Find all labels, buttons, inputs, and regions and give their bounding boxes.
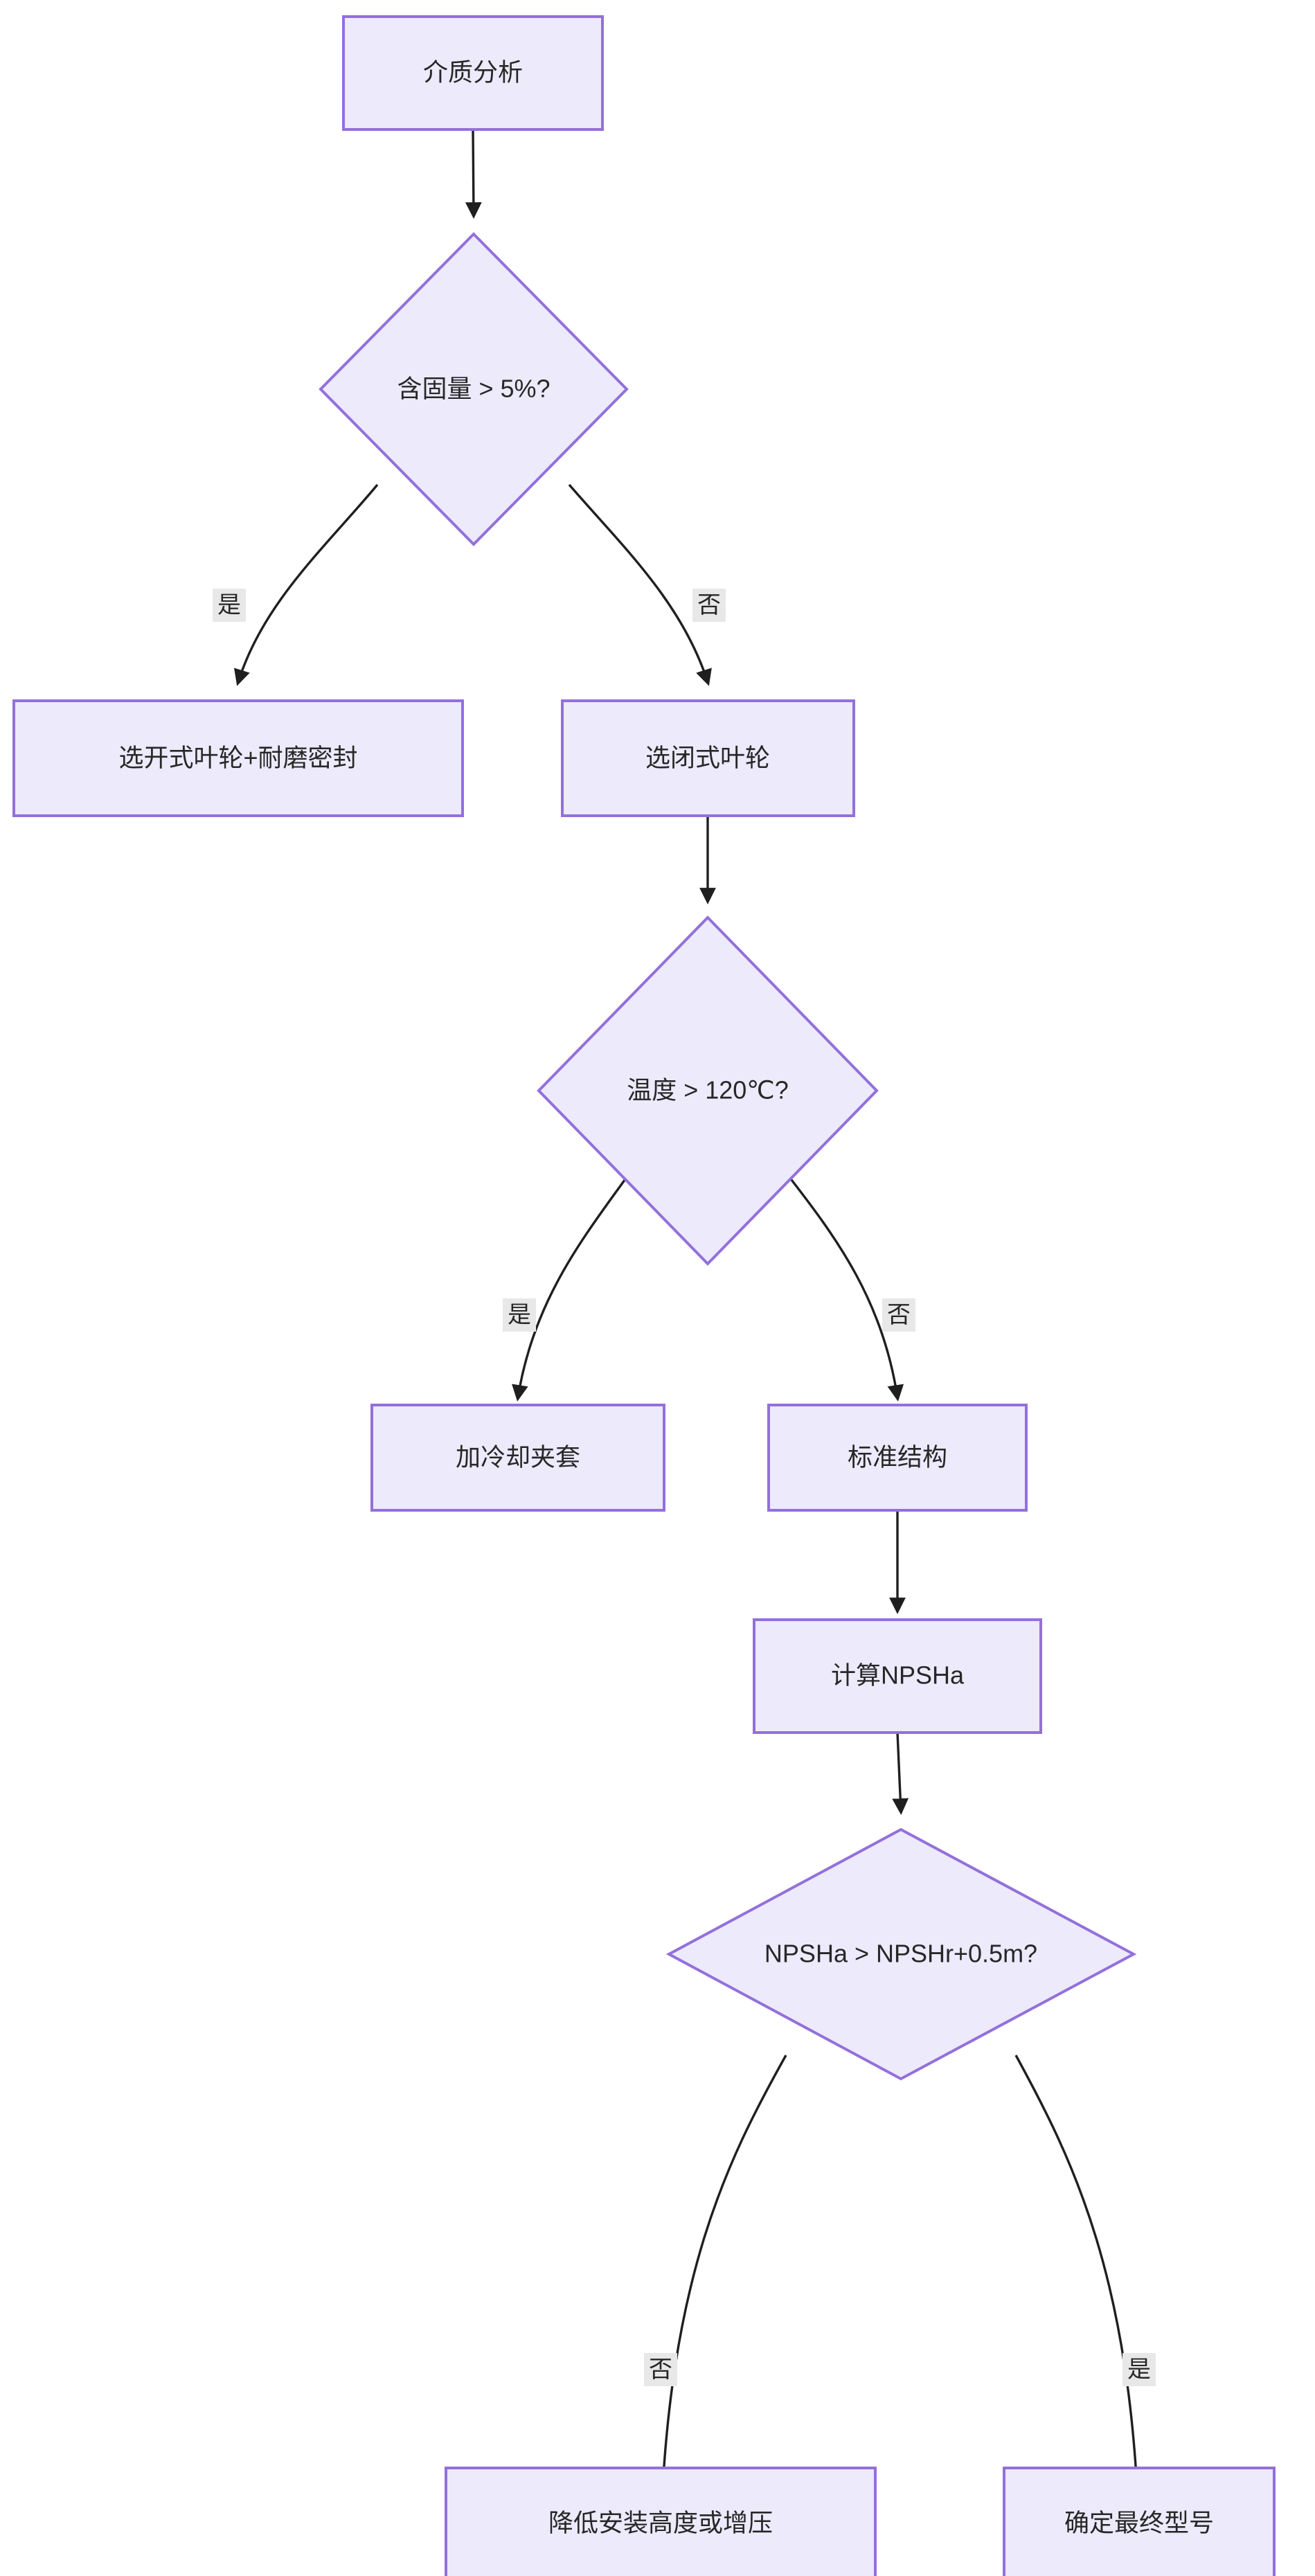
node-media-analysis[interactable]: 介质分析 bbox=[342, 15, 604, 131]
node-lower-install-height-or-boost[interactable]: 降低安装高度或增压 bbox=[445, 2467, 877, 2576]
node-temperature-decision[interactable]: 温度 > 120℃? bbox=[537, 915, 879, 1266]
node-shape-rect[interactable] bbox=[12, 699, 464, 817]
node-label: 标准结构 bbox=[848, 1443, 947, 1472]
node-npsh-margin-decision[interactable]: NPSHa > NPSHr+0.5m? bbox=[665, 1827, 1137, 2081]
node-confirm-final-model[interactable]: 确定最终型号 bbox=[1003, 2467, 1276, 2576]
edge-label: 是 bbox=[1127, 2356, 1151, 2383]
edge-line bbox=[1014, 2055, 1147, 2539]
node-layer: 介质分析 含固量 > 5%? 选开式叶轮+耐磨密封 选闭式叶轮 温度 > 120… bbox=[12, 15, 1276, 2576]
node-standard-structure[interactable]: 标准结构 bbox=[767, 1404, 1028, 1512]
edge-label: 否 bbox=[697, 592, 721, 618]
node-shape-rect[interactable] bbox=[342, 15, 604, 131]
node-shape-diamond[interactable] bbox=[537, 915, 879, 1266]
edge-line bbox=[568, 483, 712, 686]
node-shape-rect[interactable] bbox=[753, 1618, 1042, 1734]
edge-line bbox=[512, 1177, 628, 1402]
node-shape-rect[interactable] bbox=[561, 699, 855, 817]
edge-n9-n10: 否 bbox=[644, 2055, 787, 2539]
node-shape-diamond[interactable] bbox=[665, 1827, 1137, 2081]
edge-label-background bbox=[644, 2353, 677, 2386]
edge-line bbox=[465, 129, 482, 219]
node-shape-diamond[interactable] bbox=[319, 232, 629, 546]
edge-label-background bbox=[1122, 2353, 1156, 2386]
edge-label: 否 bbox=[887, 1302, 911, 1328]
edge-n5-n7: 否 bbox=[788, 1176, 915, 1402]
node-shape-rect[interactable] bbox=[1003, 2467, 1276, 2576]
edge-label-background bbox=[692, 589, 726, 622]
edge-n9-n11: 是 bbox=[1014, 2055, 1156, 2539]
edge-line bbox=[892, 1732, 909, 1815]
node-label: 介质分析 bbox=[423, 58, 523, 87]
edge-label: 否 bbox=[649, 2356, 672, 2383]
node-solids-content-decision[interactable]: 含固量 > 5%? bbox=[319, 232, 629, 546]
node-open-impeller-wear-seal[interactable]: 选开式叶轮+耐磨密封 bbox=[12, 699, 464, 817]
edge-label-background bbox=[882, 1298, 915, 1332]
edge-label: 是 bbox=[508, 1302, 531, 1328]
node-label: 加冷却夹套 bbox=[456, 1443, 580, 1472]
node-closed-impeller[interactable]: 选闭式叶轮 bbox=[561, 699, 855, 817]
edge-label: 是 bbox=[217, 592, 241, 618]
node-label: 选闭式叶轮 bbox=[645, 744, 770, 772]
edge-n2-n4: 否 bbox=[568, 483, 726, 686]
edge-n2-n3: 是 bbox=[213, 483, 379, 686]
edge-n8-n9 bbox=[892, 1732, 909, 1815]
node-shape-rect[interactable] bbox=[370, 1404, 665, 1512]
node-label: NPSHa > NPSHr+0.5m? bbox=[764, 1940, 1037, 1968]
node-label: 计算NPSHa bbox=[831, 1661, 965, 1690]
node-label: 含固量 > 5%? bbox=[397, 375, 550, 403]
node-shape-rect[interactable] bbox=[445, 2467, 877, 2576]
node-label: 温度 > 120℃? bbox=[627, 1076, 789, 1104]
edge-line bbox=[652, 2055, 787, 2539]
node-add-cooling-jacket[interactable]: 加冷却夹套 bbox=[370, 1404, 665, 1512]
node-calculate-npsha[interactable]: 计算NPSHa bbox=[753, 1618, 1042, 1734]
edge-label-background bbox=[213, 589, 246, 622]
node-label: 选开式叶轮+耐磨密封 bbox=[118, 744, 357, 772]
edge-line bbox=[233, 483, 379, 686]
node-shape-rect[interactable] bbox=[767, 1404, 1028, 1512]
edge-line bbox=[788, 1176, 904, 1402]
node-label: 降低安装高度或增压 bbox=[548, 2509, 773, 2537]
edge-layer: 是 否 是 否 bbox=[213, 129, 1156, 2539]
edge-n5-n6: 是 bbox=[503, 1177, 628, 1402]
node-label: 确定最终型号 bbox=[1064, 2509, 1214, 2537]
edge-n1-n2 bbox=[465, 129, 482, 219]
edge-label-background bbox=[503, 1298, 536, 1332]
